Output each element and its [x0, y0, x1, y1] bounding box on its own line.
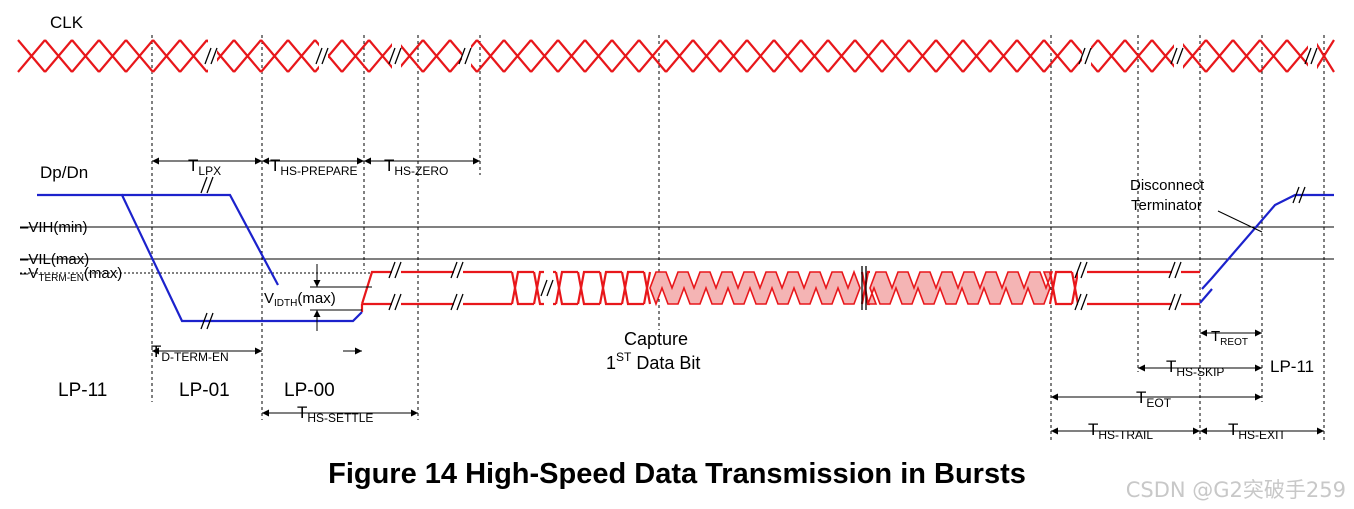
disconnect-annotation: Disconnect Terminator: [1130, 177, 1205, 214]
hs-gap-3: [1078, 268, 1087, 308]
t-hs-zero-label: THS-ZERO: [384, 156, 448, 178]
hs-bits-b: [510, 270, 870, 305]
hs-data-region-1: [866, 271, 1054, 305]
timing-labels: TLPX THS-PREPARE THS-ZERO TD-TERM-EN THS…: [151, 156, 1286, 442]
hs-gap-2: [544, 268, 553, 308]
break-slash-b-4: [1084, 47, 1092, 65]
lp-trace-end: [1201, 193, 1334, 290]
level-labels: –VIH(min) –VIL(max) –VTERM-EN(max) VIDTH…: [20, 219, 336, 309]
break-slash-b-0: [210, 47, 218, 65]
break-slash-a-8: [200, 312, 208, 330]
timing-arrows: [152, 157, 1324, 435]
break-slash-a-0: [204, 47, 212, 65]
break-slash-b-7: [206, 176, 214, 194]
break-slash-a-6: [1304, 47, 1312, 65]
t-reot-label: TREOT: [1211, 328, 1248, 348]
t-eot-label: TEOT: [1136, 388, 1172, 410]
break-slash-b-17: [1174, 293, 1182, 311]
break-slash-b-16: [1174, 261, 1182, 279]
t-hs-trail-label: THS-TRAIL: [1088, 420, 1153, 442]
capture-line1: Capture: [624, 329, 688, 349]
break-slash-a-17: [1168, 293, 1176, 311]
clock-gap-0: [208, 37, 217, 75]
break-slash-a-2: [388, 47, 396, 65]
vertical-guides: [151, 35, 1325, 440]
break-slash-a-4: [1078, 47, 1086, 65]
hs-data-waveform: [360, 268, 1200, 312]
t-hs-exit-label: THS-EXIT: [1228, 420, 1286, 442]
figure-caption: Figure 14 High-Speed Data Transmission i…: [328, 458, 1026, 490]
clock-gap-3: [462, 37, 471, 75]
break-slash-a-15: [1074, 293, 1082, 311]
break-slash-a-18: [1292, 186, 1300, 204]
capture-line2: 1ST Data Bit: [606, 350, 700, 373]
level-lines: [20, 226, 1334, 274]
vih-label: –VIH(min): [20, 219, 88, 236]
hs-data-region-0: [649, 269, 861, 307]
break-slash-b-9: [394, 261, 402, 279]
t-hs-settle-label: THS-SETTLE: [297, 403, 373, 425]
t-hs-skip-label: THS-SKIP: [1166, 357, 1224, 379]
break-slash-b-3: [464, 47, 472, 65]
clock-gap-2: [392, 37, 401, 75]
break-slash-b-11: [456, 261, 464, 279]
clock-gap-1: [319, 37, 328, 75]
lp-trace-end-low: [1199, 288, 1213, 304]
hs-gap-0: [392, 268, 401, 308]
break-slash-b-1: [321, 47, 329, 65]
disconnect-line2: Terminator: [1131, 197, 1202, 214]
break-slash-b-14: [1080, 261, 1088, 279]
break-slash-b-8: [206, 312, 214, 330]
capture-annotation: Capture 1ST Data Bit: [606, 329, 700, 373]
state-lp00: LP-00: [284, 380, 335, 401]
t-hs-prepare-label: THS-PREPARE: [270, 156, 358, 178]
state-lp11-end: LP-11: [1270, 357, 1314, 376]
break-slash-b-6: [1310, 47, 1318, 65]
break-slash-a-7: [200, 176, 208, 194]
break-slash-a-13: [540, 279, 548, 297]
state-lp01: LP-01: [179, 380, 230, 401]
break-slash-b-18: [1298, 186, 1306, 204]
break-slash-a-10: [388, 293, 396, 311]
break-slash-b-13: [546, 279, 554, 297]
break-slash-b-5: [1176, 47, 1184, 65]
break-marks: [200, 47, 1318, 330]
break-slash-a-12: [450, 293, 458, 311]
clock-gap-4: [1082, 37, 1091, 75]
disconnect-line1: Disconnect: [1130, 177, 1205, 194]
break-slash-b-10: [394, 293, 402, 311]
signal-label: Dp/Dn: [40, 163, 88, 182]
break-slash-a-3: [458, 47, 466, 65]
lp-signal-waveform: [37, 193, 1334, 323]
clk-label: CLK: [50, 13, 84, 32]
break-slash-a-11: [450, 261, 458, 279]
break-slash-a-5: [1170, 47, 1178, 65]
break-slash-a-14: [1074, 261, 1082, 279]
break-slash-a-9: [388, 261, 396, 279]
break-slash-a-1: [315, 47, 323, 65]
disconnect-leader: [1217, 210, 1263, 233]
lp-trace-high-ramp: [122, 193, 279, 286]
t-d-term-en-label: TD-TERM-EN: [151, 342, 229, 364]
break-slash-b-15: [1080, 293, 1088, 311]
vterm-label: –VTERM-EN(max): [20, 265, 122, 284]
break-slash-b-2: [394, 47, 402, 65]
clock-waveform: [17, 37, 1335, 75]
hs-gap-4: [1172, 268, 1181, 308]
t-lpx-label: TLPX: [188, 156, 221, 178]
vil-label: –VIL(max): [20, 251, 89, 268]
vidth-label: VIDTH(max): [264, 290, 336, 309]
watermark: CSDN @G2突破手259: [1125, 478, 1346, 502]
clock-gap-6: [1308, 37, 1317, 75]
hs-gap-1: [454, 268, 463, 308]
clock-gap-5: [1174, 37, 1183, 75]
state-lp11-start: LP-11: [58, 380, 107, 401]
break-slash-b-12: [456, 293, 464, 311]
hs-high-lead: [360, 270, 512, 305]
break-slash-a-16: [1168, 261, 1176, 279]
state-labels: LP-11 LP-01 LP-00 LP-11: [58, 357, 1314, 401]
